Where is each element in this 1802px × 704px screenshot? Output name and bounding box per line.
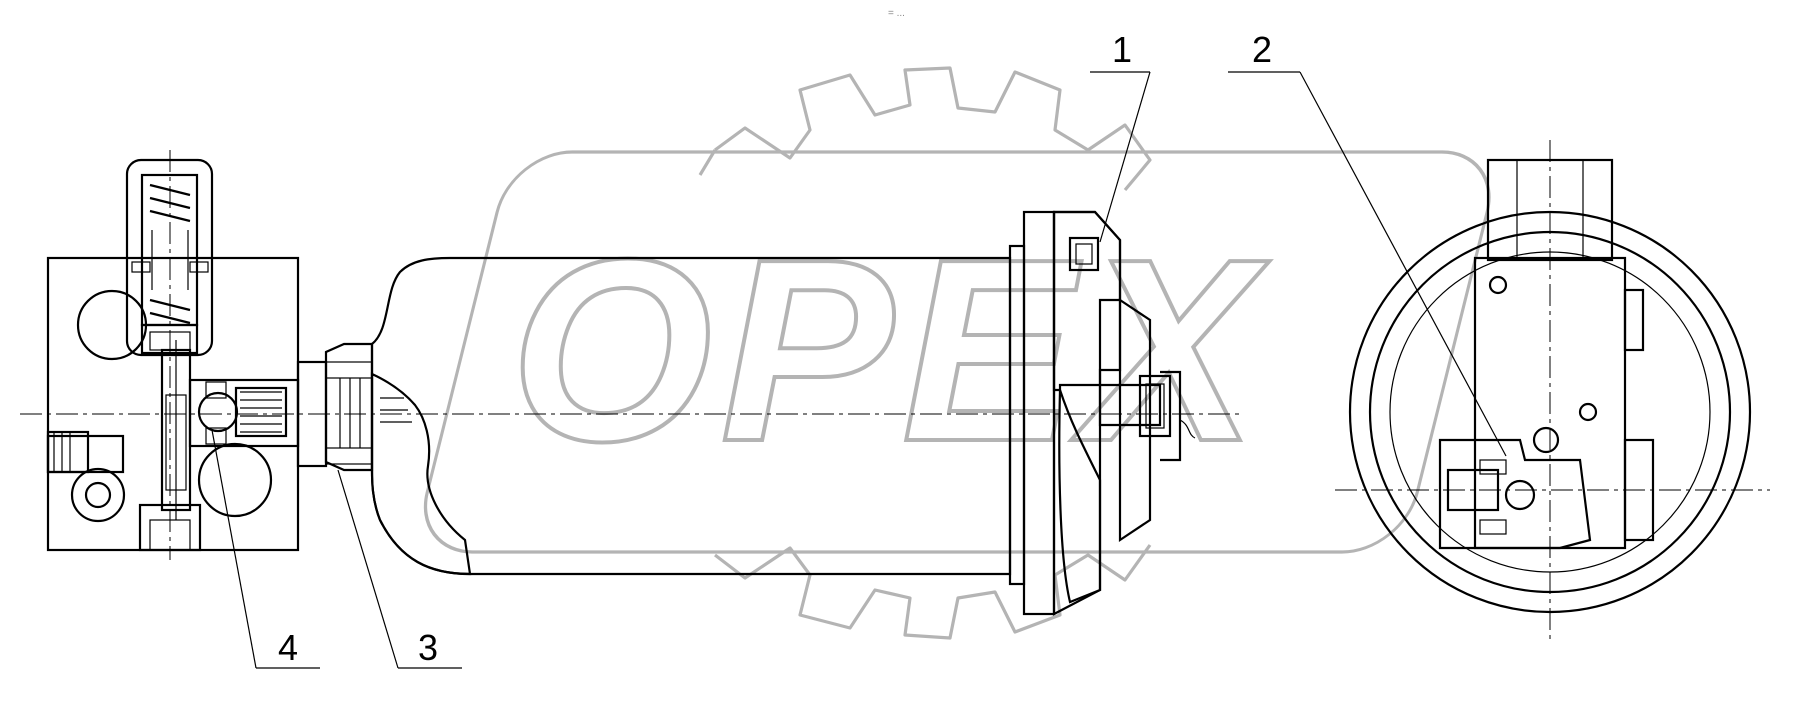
callout-label-4: 4 (278, 627, 298, 668)
callout-label-3: 3 (418, 627, 438, 668)
reservoir-tank (370, 210, 1196, 616)
callout-label-1: 1 (1112, 29, 1132, 70)
top-mark: = ... (888, 8, 905, 19)
relief-valve-cap (125, 158, 214, 357)
callout-1: 1 (1090, 29, 1151, 243)
watermark: OPEX (423, 66, 1491, 640)
callout-4: 4 (211, 429, 320, 669)
end-view (1335, 140, 1770, 640)
callout-2: 2 (1228, 29, 1507, 457)
connector (296, 342, 374, 472)
callout-label-2: 2 (1252, 29, 1272, 70)
callout-3: 3 (337, 469, 462, 669)
gear-logo-icon (698, 66, 1152, 192)
watermark-text: OPEX (510, 206, 1270, 496)
